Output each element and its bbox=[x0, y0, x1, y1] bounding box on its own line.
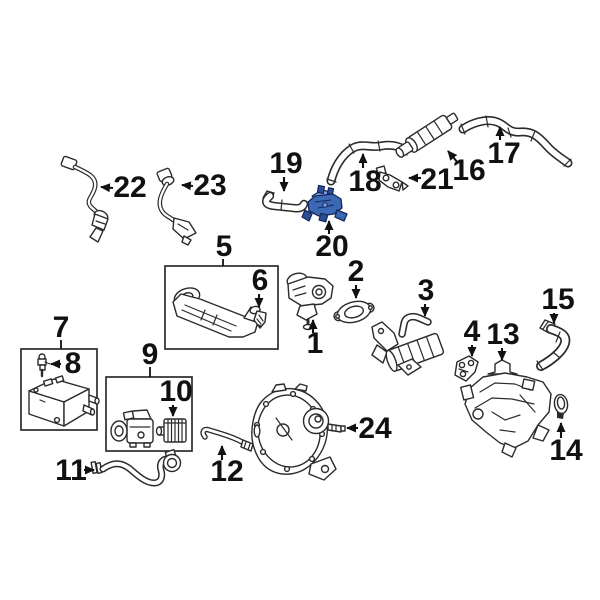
callout-label-14[interactable]: 14 bbox=[549, 434, 583, 467]
callout-label-4[interactable]: 4 bbox=[464, 315, 481, 348]
callout-label-17[interactable]: 17 bbox=[487, 137, 520, 170]
part-6-gasket[interactable] bbox=[253, 310, 267, 329]
callouts: 1 2 3 4 5 6 7 8 9 10 11 12 13 14 15 16 1 bbox=[50, 126, 583, 488]
part-22-oxygen-sensor[interactable] bbox=[60, 155, 110, 243]
part-14-grommet[interactable] bbox=[553, 393, 569, 419]
part-21-sensor[interactable] bbox=[375, 165, 409, 192]
callout-label-19[interactable]: 19 bbox=[269, 147, 302, 180]
part-2-gasket[interactable] bbox=[332, 297, 377, 327]
part-16-valve-assembly[interactable] bbox=[393, 109, 460, 161]
callout-label-3[interactable]: 3 bbox=[418, 274, 435, 307]
part-1-egr-valve[interactable] bbox=[286, 271, 334, 331]
callout-label-7[interactable]: 7 bbox=[53, 311, 70, 344]
callout-label-11[interactable]: 11 bbox=[55, 454, 87, 487]
callout-label-6[interactable]: 6 bbox=[252, 264, 269, 297]
callout-label-9[interactable]: 9 bbox=[142, 338, 159, 371]
callout-label-12[interactable]: 12 bbox=[210, 455, 243, 488]
callout-label-2[interactable]: 2 bbox=[348, 255, 365, 288]
part-8-valve[interactable] bbox=[37, 353, 51, 378]
part-10-filter[interactable] bbox=[155, 418, 187, 443]
callout-label-21[interactable]: 21 bbox=[420, 163, 453, 196]
callout-arrow-23 bbox=[181, 181, 194, 191]
part-5-box bbox=[164, 265, 279, 350]
callout-label-24[interactable]: 24 bbox=[358, 412, 392, 445]
callout-label-10[interactable]: 10 bbox=[159, 375, 192, 408]
part-7-canister-group[interactable] bbox=[20, 348, 100, 431]
callout-label-16[interactable]: 16 bbox=[452, 154, 485, 187]
callout-label-23[interactable]: 23 bbox=[193, 169, 226, 202]
part-18-hose[interactable] bbox=[326, 140, 410, 186]
part-9-pump-group[interactable] bbox=[105, 376, 193, 452]
callout-label-8[interactable]: 8 bbox=[65, 347, 82, 380]
part-17-hose[interactable] bbox=[458, 115, 573, 168]
callout-label-1[interactable]: 1 bbox=[307, 327, 324, 360]
part-19-hose[interactable] bbox=[262, 190, 309, 213]
part-9-box bbox=[105, 376, 193, 452]
callout-arrow-16 bbox=[447, 150, 459, 164]
part-20-vsv-highlighted[interactable] bbox=[301, 184, 348, 223]
part-11-hose[interactable] bbox=[90, 448, 182, 487]
part-13-canister-assembly[interactable] bbox=[459, 359, 552, 458]
callout-label-5[interactable]: 5 bbox=[216, 230, 233, 263]
part-23-oxygen-sensor[interactable] bbox=[156, 167, 197, 246]
part-12-tube[interactable] bbox=[200, 426, 254, 452]
callout-label-18[interactable]: 18 bbox=[348, 165, 381, 198]
part-24-vacuum-pump[interactable] bbox=[251, 383, 346, 481]
part-7-box bbox=[20, 348, 98, 431]
callout-label-13[interactable]: 13 bbox=[486, 318, 519, 351]
part-4-bracket[interactable] bbox=[454, 355, 479, 382]
callout-label-22[interactable]: 22 bbox=[113, 171, 146, 204]
part-15-hose[interactable] bbox=[536, 319, 571, 371]
callout-arrow-22 bbox=[100, 183, 114, 193]
callout-label-15[interactable]: 15 bbox=[541, 283, 574, 316]
callout-label-20[interactable]: 20 bbox=[315, 230, 348, 263]
part-3-egr-cooler[interactable] bbox=[371, 312, 445, 376]
